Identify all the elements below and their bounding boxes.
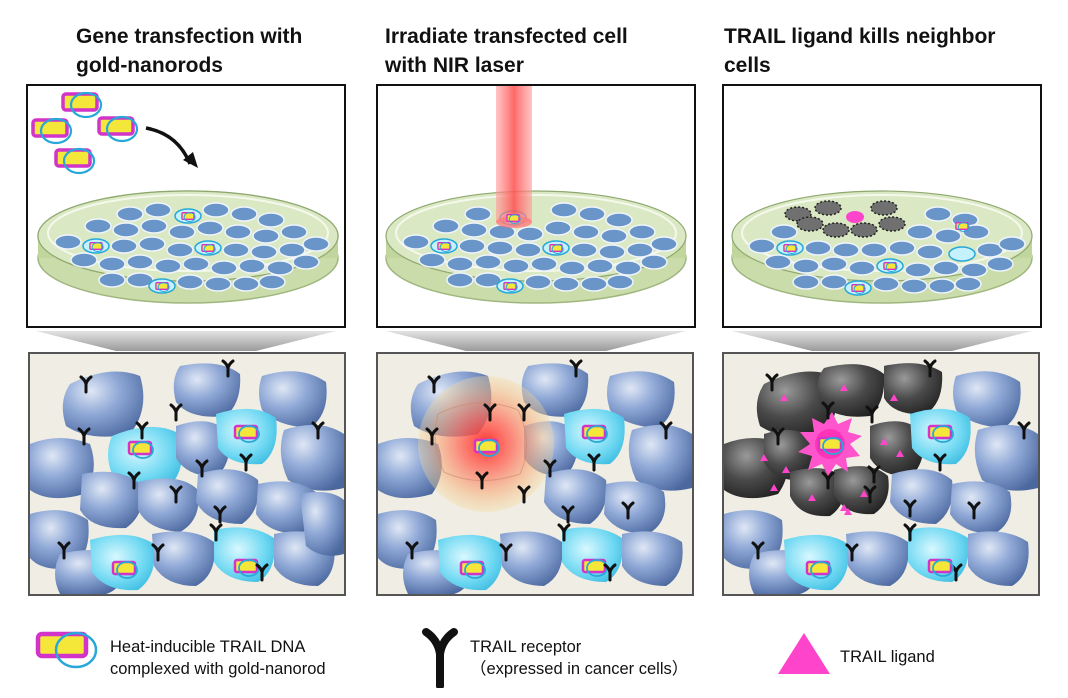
legend-receptor-icon bbox=[422, 628, 458, 688]
panel-1-title-line-2: gold-nanorods bbox=[76, 54, 223, 77]
petri-dish bbox=[37, 190, 339, 304]
tissue-cells bbox=[724, 363, 1038, 594]
arrow-head-icon bbox=[183, 152, 198, 168]
nanorod-icon bbox=[97, 115, 139, 143]
nanorod-icon bbox=[61, 91, 103, 119]
nanorod-icon bbox=[31, 117, 73, 145]
panel-1-title: Gene transfection with gold-nanorods bbox=[76, 22, 302, 80]
panel-3-title: TRAIL ligand kills neighbor cells bbox=[724, 22, 995, 80]
legend-nanorod-line-2: complexed with gold-nanorod bbox=[110, 660, 326, 678]
petri-dish bbox=[385, 190, 687, 304]
curved-arrow-icon bbox=[145, 126, 192, 165]
panel-3-title-line-2: cells bbox=[724, 54, 771, 77]
panel-2-title-line-2: with NIR laser bbox=[385, 54, 524, 77]
transition-arrow-3 bbox=[732, 331, 1032, 351]
legend-nanorod-line-1: Heat-inducible TRAIL DNA bbox=[110, 638, 306, 656]
petri-dish bbox=[731, 190, 1033, 304]
legend-ligand-label: TRAIL ligand bbox=[840, 648, 935, 666]
nanorod-icon bbox=[54, 147, 96, 175]
tissue-panel-irradiation bbox=[376, 352, 694, 596]
tissue-cells bbox=[378, 363, 692, 594]
legend-receptor-label: TRAIL receptor （expressed in cancer cell… bbox=[470, 636, 688, 680]
tissue-panel-transfection bbox=[28, 352, 346, 596]
panel-2-title-line-1: Irradiate transfected cell bbox=[385, 25, 628, 48]
dish-cells bbox=[748, 200, 1026, 296]
transition-arrow-1 bbox=[36, 331, 336, 351]
dish-panel-irradiation bbox=[376, 84, 696, 328]
panel-1-title-line-1: Gene transfection with bbox=[76, 25, 303, 48]
dish-panel-killing bbox=[722, 84, 1042, 328]
legend-receptor-line-2: （expressed in cancer cells） bbox=[470, 660, 689, 678]
legend-receptor-line-1: TRAIL receptor bbox=[470, 638, 582, 656]
dish-panel-transfection bbox=[26, 84, 346, 328]
tissue-panel-killing bbox=[722, 352, 1040, 596]
panel-3-title-line-1: TRAIL ligand kills neighbor bbox=[724, 25, 996, 48]
legend-nanorod-icon bbox=[35, 631, 98, 669]
tissue-cells bbox=[30, 363, 344, 594]
legend-ligand-icon bbox=[778, 633, 830, 674]
ligand-burst bbox=[798, 412, 862, 476]
transition-arrow-2 bbox=[386, 331, 686, 351]
nir-laser-beam bbox=[496, 86, 532, 228]
trail-ligands bbox=[760, 384, 904, 515]
legend-nanorod-label: Heat-inducible TRAIL DNA complexed with … bbox=[110, 636, 326, 680]
panel-2-title: Irradiate transfected cell with NIR lase… bbox=[385, 22, 628, 80]
